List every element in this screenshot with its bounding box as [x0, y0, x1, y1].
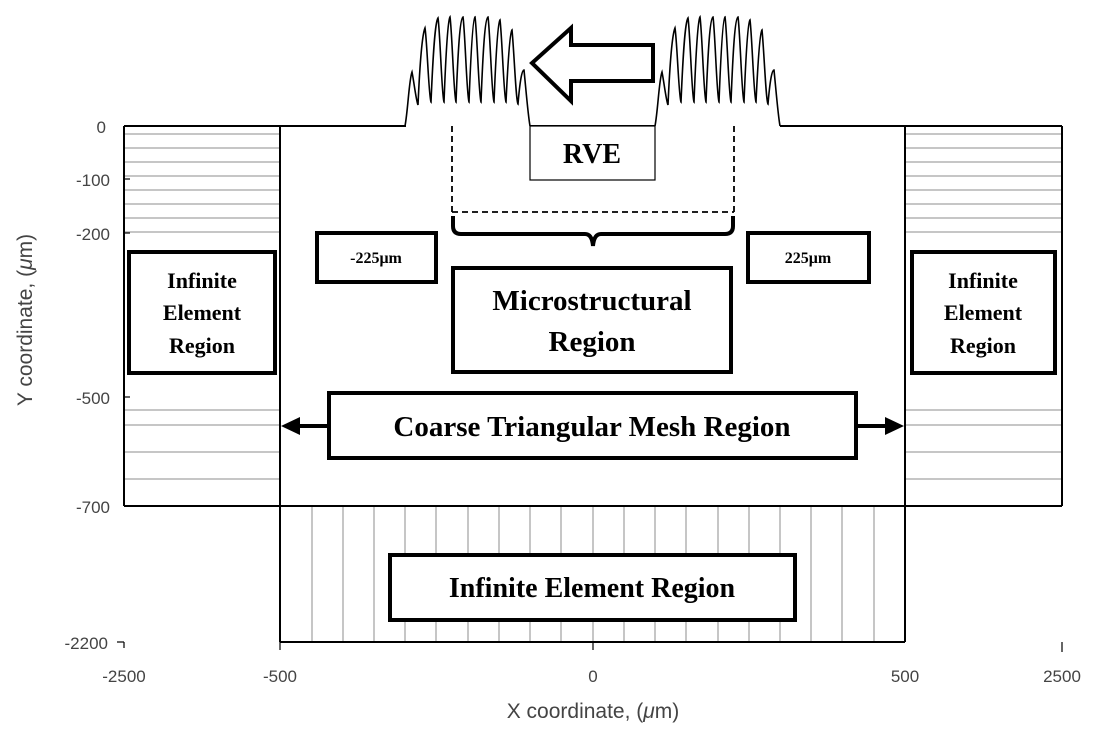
microstructural-label-line1: Microstructural [492, 285, 691, 317]
arrow-left-icon [529, 23, 655, 106]
right-infinite-mesh [905, 133, 1062, 480]
bottom-infinite-element-box [388, 553, 797, 622]
rve-box [529, 125, 656, 181]
wave-packet-right [654, 14, 781, 127]
y-tick-1: -100 [76, 171, 110, 190]
microstructural-label-line2: Region [549, 326, 636, 358]
left-dimension-label: -225μm [350, 250, 402, 267]
microstructural-dashed-outline [451, 126, 735, 213]
left-infinite-label-2: Element [163, 300, 242, 325]
right-infinite-label-3: Region [950, 333, 1016, 358]
left-infinite-element-box [127, 250, 277, 375]
right-dimension-label: 225μm [785, 250, 832, 267]
axis-ticks [117, 178, 1063, 652]
y-tick-5: -2200 [65, 634, 108, 653]
right-infinite-label-2: Element [944, 300, 1023, 325]
y-tick-4: -700 [76, 498, 110, 517]
double-arrow-icon [281, 417, 904, 435]
y-tick-3: -500 [76, 389, 110, 408]
brace-icon [451, 216, 735, 247]
coarse-mesh-label: Coarse Triangular Mesh Region [393, 411, 790, 443]
right-infinite-label-1: Infinite [948, 268, 1018, 293]
x-tick-2: 0 [588, 667, 597, 686]
rve-label: RVE [563, 139, 621, 170]
microstructural-region-box [451, 266, 733, 374]
x-tick-4: 2500 [1043, 667, 1081, 686]
bottom-infinite-label: Infinite Element Region [449, 573, 736, 604]
x-tick-1: -500 [263, 667, 297, 686]
wave-packet-left [404, 14, 531, 127]
x-axis-title: X coordinate, (μm) [507, 700, 680, 723]
left-dimension-box [315, 231, 438, 284]
y-axis-title: Y coordinate, (μm) [14, 234, 37, 406]
right-infinite-element-box [910, 250, 1057, 375]
x-tick-3: 500 [891, 667, 919, 686]
coarse-mesh-box [327, 391, 858, 460]
x-tick-0: -2500 [102, 667, 145, 686]
left-infinite-mesh [124, 133, 280, 480]
y-tick-0: 0 [97, 118, 106, 137]
y-tick-2: -200 [76, 225, 110, 244]
left-infinite-label-1: Infinite [167, 268, 237, 293]
left-infinite-label-3: Region [169, 333, 235, 358]
right-dimension-box [746, 231, 871, 284]
